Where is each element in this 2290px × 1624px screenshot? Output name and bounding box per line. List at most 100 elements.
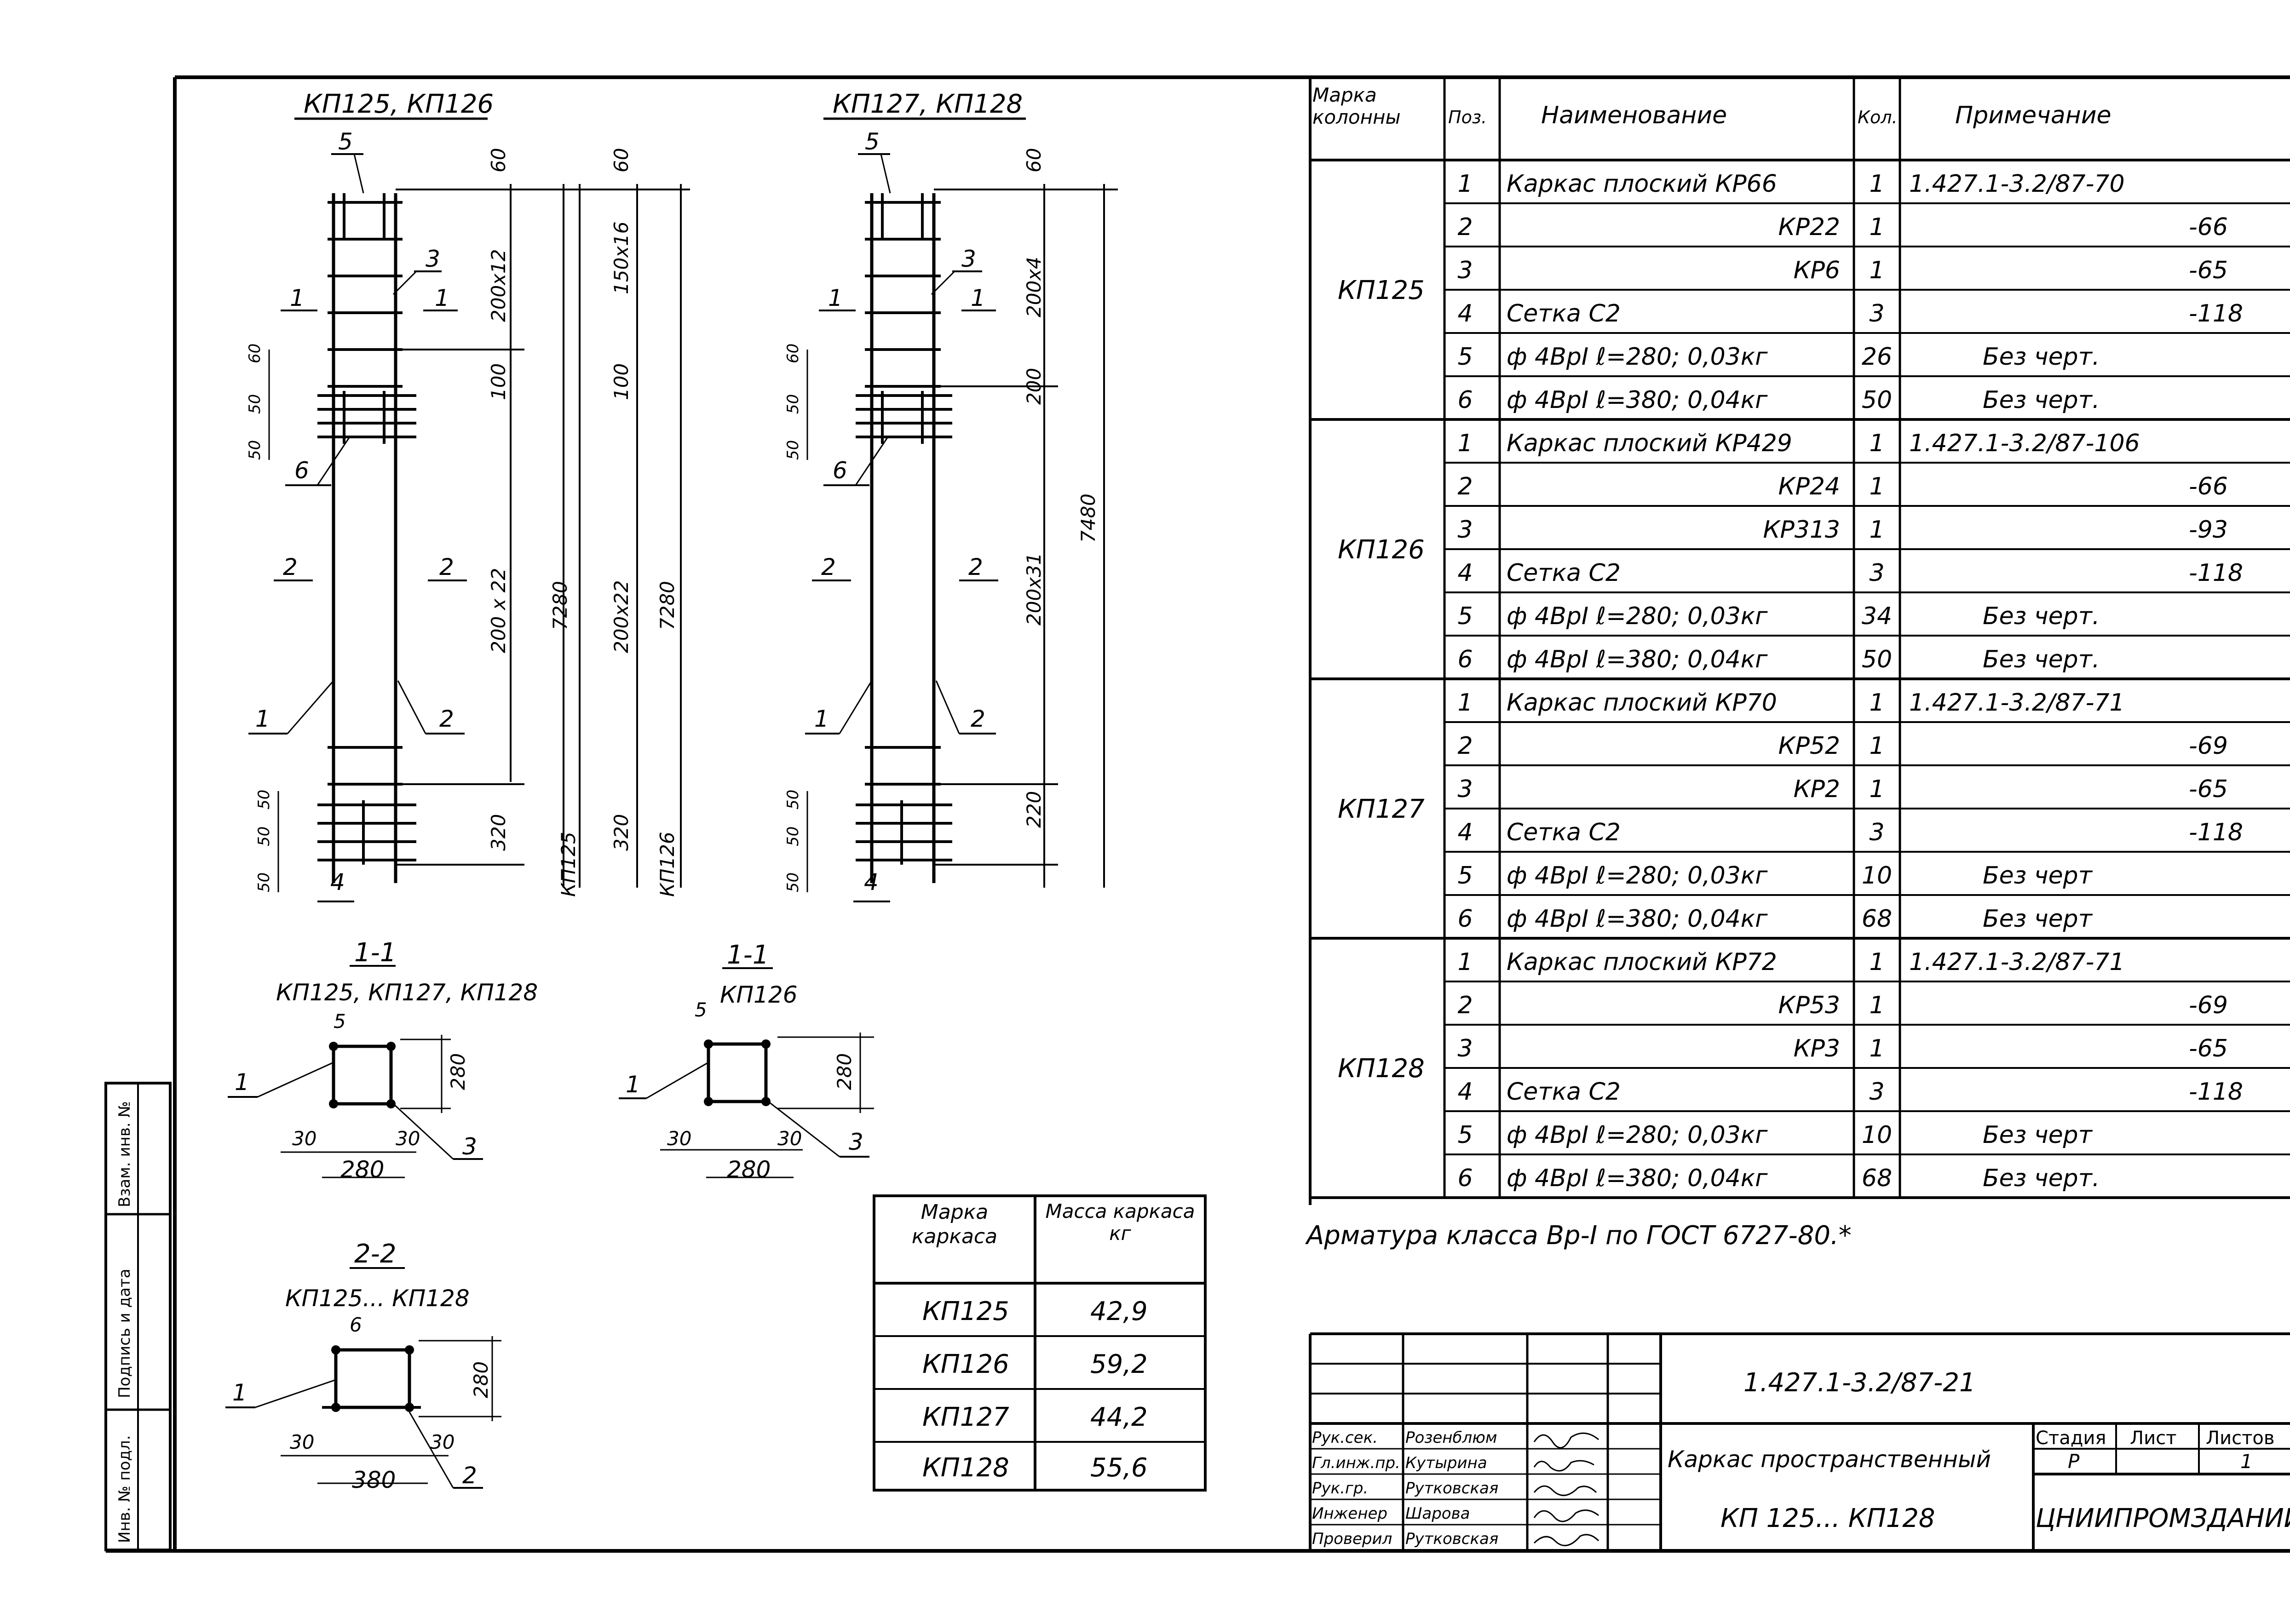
spec-group-mark: КП127: [1338, 794, 1425, 824]
left-kp126: КП126: [656, 832, 679, 897]
s22-d280v: 280: [470, 1361, 492, 1398]
doc-code: 1.427.1-3.2/87-21: [1743, 1368, 1976, 1398]
right-pos1b: 1: [971, 285, 985, 311]
section-1-1-a: 1-1 КП125, КП127, КП128 5 1 3 280 30 30 …: [228, 938, 538, 1183]
section-2-2: 2-2 КП125... КП128 6 1 2 280 30 30 380: [225, 1239, 501, 1493]
tb-org: ЦНИИПРОМЗДАНИЙ: [2036, 1503, 2290, 1533]
left-pos5: 5: [338, 128, 353, 155]
mass-header-mark: Марка каркаса: [911, 1200, 998, 1248]
s11a-title: 1-1: [354, 938, 396, 968]
right-s50b: 50: [784, 440, 802, 460]
tb-role: Рук.сек.: [1312, 1429, 1378, 1447]
spec-pos: 5: [1457, 603, 1473, 630]
spec-name: Сетка С2: [1507, 819, 1621, 846]
spec-qty: 50: [1862, 646, 1892, 673]
spec-qty: 1: [1869, 430, 1884, 457]
signatures: [1533, 1432, 1600, 1546]
mass-row-value: 59,2: [1090, 1349, 1148, 1379]
mass-row-mark: КП128: [922, 1453, 1009, 1483]
spec-note: Без черт.: [1983, 646, 2100, 673]
spec-name: КР22: [1778, 213, 1840, 241]
spec-pos: 3: [1457, 775, 1473, 803]
spec-qty: 68: [1862, 1165, 1892, 1192]
tb-sheets-label: Листов: [2206, 1428, 2274, 1449]
left-d320: 320: [487, 814, 510, 851]
spec-pos: 6: [1457, 905, 1473, 933]
spec-name: ф 4ВрI ℓ=380; 0,04кг: [1507, 905, 1768, 933]
spec-pos: 4: [1457, 300, 1473, 327]
left-elevation: КП125, КП126 5 3 1 1 6: [246, 89, 690, 902]
s22-p6: 6: [350, 1314, 362, 1336]
spec-qty: 26: [1862, 343, 1892, 371]
spec-note: -93: [2189, 516, 2228, 544]
left-pos6: 6: [294, 457, 309, 484]
left-pos1b: 1: [435, 285, 449, 311]
s11b-sub: КП126: [720, 981, 798, 1008]
right-d200x4: 200x4: [1023, 257, 1045, 317]
tb-sheet-label: Лист: [2130, 1428, 2176, 1449]
title-block: 1.427.1-3.2/87-21 Рук.сек. Гл.инж.пр. Ру…: [1309, 1332, 2290, 1551]
spec-qty: 10: [1862, 1121, 1892, 1149]
left-d320b: 320: [610, 814, 633, 851]
spec-qty: 1: [1869, 473, 1884, 500]
s11b-d30b: 30: [777, 1127, 802, 1150]
s11b-p3: 3: [849, 1129, 863, 1155]
spec-note: Без черт.: [1983, 1165, 2100, 1192]
spec-pos: 6: [1457, 1165, 1473, 1192]
s11a-sub: КП125, КП127, КП128: [276, 979, 538, 1006]
s22-sub: КП125... КП128: [285, 1285, 470, 1312]
spec-note: 1.427.1-3.2/87-70: [1909, 170, 2125, 198]
spec-pos: 3: [1457, 1035, 1473, 1062]
spec-note: -69: [2189, 992, 2228, 1019]
spec-qty: 1: [1869, 1035, 1884, 1062]
left-s50b: 50: [246, 440, 264, 460]
spec-note: -65: [2189, 257, 2228, 284]
right-s50d: 50: [784, 826, 802, 846]
s11a-d30b: 30: [396, 1127, 420, 1150]
spec-note: -66: [2189, 473, 2228, 500]
spec-pos: 1: [1457, 430, 1473, 457]
s11a-d280h: 280: [340, 1156, 384, 1183]
tb-title-line2: КП 125... КП128: [1720, 1503, 1935, 1533]
spec-pos: 2: [1457, 473, 1473, 500]
spec-pos: 4: [1457, 559, 1473, 587]
right-pos4: 4: [864, 869, 879, 895]
spec-name: КР3: [1794, 1035, 1840, 1062]
spec-header: Примечание: [1955, 102, 2112, 129]
left-kp125: КП125: [557, 832, 580, 897]
s11b-p1: 1: [626, 1071, 640, 1098]
s11b-d280h: 280: [727, 1156, 771, 1183]
s11a-p1: 1: [235, 1069, 249, 1096]
spec-pos: 3: [1457, 257, 1473, 284]
s22-title: 2-2: [354, 1239, 396, 1269]
spec-qty: 50: [1862, 386, 1892, 414]
left-s50d: 50: [255, 826, 273, 846]
right-s50c: 50: [784, 790, 802, 809]
mass-row-mark: КП125: [922, 1297, 1009, 1326]
tb-sheets: 1: [2240, 1450, 2253, 1473]
spec-pos: 1: [1457, 170, 1473, 198]
spec-qty: 1: [1869, 775, 1884, 803]
tb-role: Рук.гр.: [1312, 1479, 1368, 1498]
spec-group-mark: КП125: [1338, 275, 1425, 305]
spec-qty: 1: [1869, 992, 1884, 1019]
left-d100: 100: [487, 363, 510, 400]
tb-role: Проверил: [1312, 1530, 1392, 1548]
spec-pos: 5: [1457, 1121, 1473, 1149]
spec-pos: 3: [1457, 516, 1473, 544]
spec-note: Без черт: [1983, 905, 2093, 933]
spec-name: Каркас плоский КР70: [1507, 689, 1777, 717]
spec-name: Сетка С2: [1507, 559, 1621, 587]
s11b-p5: 5: [695, 999, 707, 1021]
left-d200x22: 200 x 22: [487, 568, 510, 653]
tb-name: Рутковская: [1405, 1479, 1498, 1498]
spec-name: ф 4ВрI ℓ=280; 0,03кг: [1507, 343, 1768, 371]
spec-note: Без черт.: [1983, 343, 2100, 371]
left-s50c: 50: [255, 790, 273, 809]
spec-footnote: Арматура класса Вр-I по ГОСТ 6727-80.*: [1305, 1221, 1852, 1251]
spec-qty: 3: [1869, 559, 1884, 587]
spec-note: -69: [2189, 732, 2228, 760]
spec-pos: 2: [1457, 992, 1473, 1019]
tb-title-line1: Каркас пространственный: [1668, 1446, 1991, 1473]
